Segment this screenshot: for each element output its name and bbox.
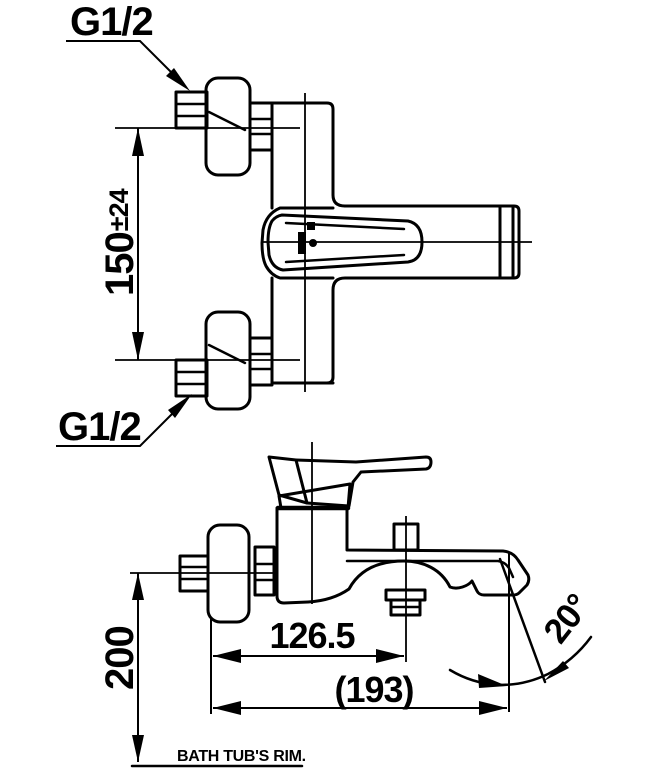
overall-reach-label: (193): [334, 669, 413, 710]
lever-handle-side: [267, 455, 433, 511]
faucet-body-front: [270, 101, 521, 385]
valve-boss-front: [260, 206, 335, 280]
supply-thread-label-bottom: G1/2: [58, 405, 141, 449]
rim-note-label: BATH TUB'S RIM.: [177, 748, 306, 765]
supply-thread-label-top: G1/2: [70, 0, 153, 44]
front-view-drawing: 150±24 G1/2 G1/2: [56, 0, 532, 449]
dim-supply-center-distance: 150±24: [98, 128, 144, 360]
bottom-supply-fitting: [174, 310, 274, 411]
dim-diverter-offset: 126.5: [213, 615, 404, 663]
supply-thread-callout-top: G1/2: [66, 0, 190, 91]
dim-height-above-rim: 200: [98, 573, 144, 762]
dim-overall-reach: (193): [213, 669, 507, 715]
dim-spout-angle: 20°: [448, 553, 598, 712]
diverter-knob: [384, 588, 427, 617]
side-supply-fitting: [178, 523, 276, 624]
height-above-rim-label: 200: [98, 626, 142, 690]
lever-handle-front: [266, 213, 424, 272]
shower-outlet-stub: [392, 522, 420, 552]
brand-mark: [298, 222, 317, 254]
supply-center-distance-label: 150±24: [98, 188, 142, 296]
top-supply-fitting: [174, 76, 274, 177]
supply-thread-callout-bottom: G1/2: [56, 394, 192, 449]
side-view-centerlines: [130, 442, 407, 662]
rim-reference: BATH TUB'S RIM.: [130, 748, 306, 768]
side-view-drawing: 200 126.5 (193) 20°: [98, 442, 598, 768]
diverter-offset-label: 126.5: [269, 615, 355, 656]
faucet-body-side: [275, 506, 531, 617]
front-view-centerlines: [115, 93, 532, 392]
